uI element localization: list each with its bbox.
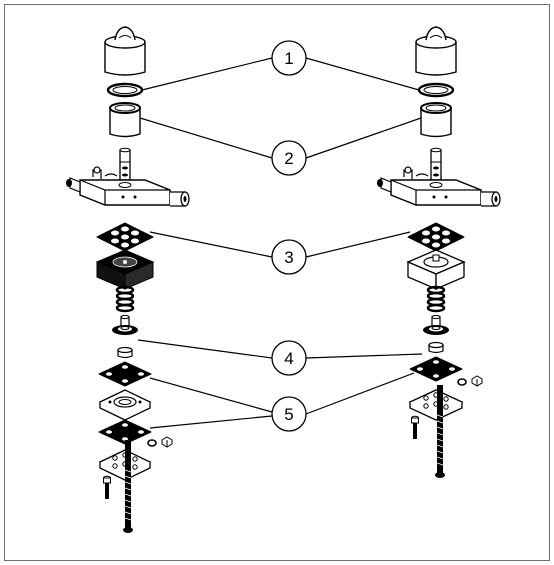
right-gasket [409, 356, 463, 382]
left-sleeve [109, 102, 141, 138]
callout-2-label: 2 [284, 149, 293, 168]
left-diaphragm [96, 222, 154, 252]
right-valve-body [376, 147, 501, 207]
callout-2: 2 [271, 140, 307, 176]
right-assembly [376, 26, 501, 479]
left-spring [115, 285, 135, 313]
right-screw [411, 415, 419, 440]
left-plate-upper [98, 389, 152, 421]
callout-4-label: 4 [284, 349, 293, 368]
right-housing [406, 249, 466, 290]
right-cap [415, 26, 457, 76]
diagram-frame [4, 4, 550, 561]
left-o-ring [106, 82, 144, 98]
callout-3: 3 [271, 239, 307, 275]
left-washer-nut [147, 436, 173, 448]
right-sleeve [420, 102, 452, 138]
callout-1: 1 [271, 40, 307, 76]
callout-1-label: 1 [284, 49, 293, 68]
left-piston [111, 314, 139, 336]
right-piston [422, 314, 450, 336]
callout-5: 5 [271, 396, 307, 432]
callout-4: 4 [271, 340, 307, 376]
right-diaphragm [407, 222, 465, 252]
left-gasket-upper [98, 361, 152, 387]
leader-lines [137, 57, 423, 429]
left-assembly [65, 26, 190, 534]
left-cap [104, 26, 146, 76]
left-valve-body [65, 147, 190, 207]
left-housing [95, 249, 155, 290]
right-puck [428, 341, 444, 354]
callout-3-label: 3 [284, 248, 293, 267]
callout-5-label: 5 [284, 405, 293, 424]
right-o-ring [417, 82, 455, 98]
left-puck [117, 346, 133, 359]
right-base-plate [408, 389, 464, 421]
right-washer-nut [457, 375, 483, 387]
left-screw [103, 475, 111, 500]
right-spring [426, 285, 446, 313]
